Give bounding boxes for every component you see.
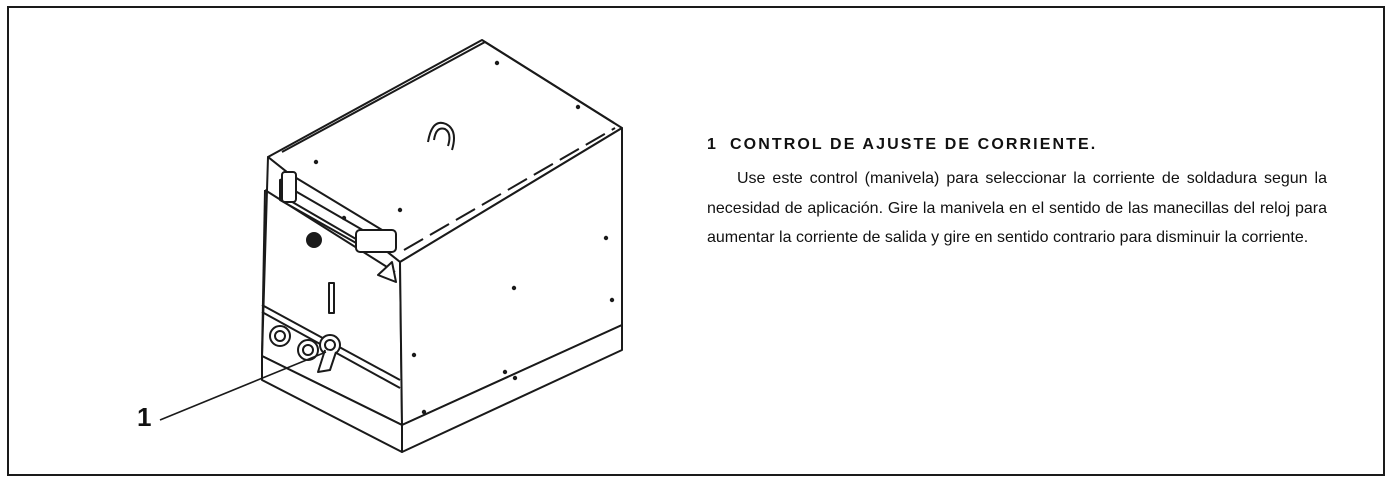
callout-number: 1 — [137, 402, 152, 432]
welder-machine-illustration — [159, 39, 623, 453]
description-body: Use este control (manivela) para selecci… — [707, 170, 1327, 246]
page-frame — [7, 6, 1385, 476]
section-heading: 1 CONTROL DE AJUSTE DE CORRIENTE. — [707, 136, 1327, 154]
item-number: 1 — [707, 136, 718, 153]
heading-text: CONTROL DE AJUSTE DE CORRIENTE. — [730, 136, 1098, 153]
description-block: 1 CONTROL DE AJUSTE DE CORRIENTE. Use est… — [707, 136, 1327, 253]
